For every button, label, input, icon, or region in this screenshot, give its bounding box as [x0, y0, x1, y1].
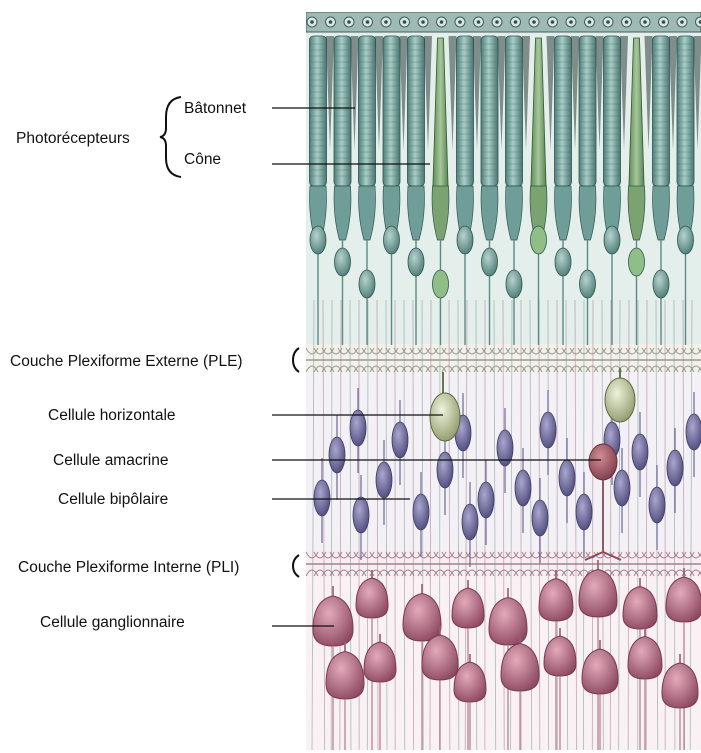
- epithelium-nucleus: [403, 20, 407, 24]
- bipolar-cell-body: [392, 422, 408, 458]
- epithelium-nucleus: [384, 20, 388, 24]
- bipolar-cell-label: Cellule bipôlaire: [58, 491, 168, 508]
- epithelium-nucleus: [440, 20, 444, 24]
- bipolar-cell-body: [437, 452, 453, 488]
- horizontal-cell-body: [605, 378, 635, 422]
- pli-brace: [293, 555, 299, 577]
- epithelium-nucleus: [588, 20, 592, 24]
- photoreceptor-nucleus: [457, 226, 473, 254]
- bipolar-cell-body: [686, 414, 701, 450]
- photoreceptor-nucleus: [408, 248, 424, 276]
- rod-outer-segment: [653, 36, 670, 186]
- rod-outer-segment: [506, 36, 523, 186]
- bipolar-cell-body: [576, 494, 592, 530]
- rod-outer-segment: [457, 36, 474, 186]
- epithelium-nucleus: [662, 20, 666, 24]
- photoreceptor-nucleus: [531, 226, 547, 254]
- rod-outer-segment: [677, 36, 694, 186]
- bipolar-cell-body: [649, 487, 665, 523]
- ple-brace: [293, 348, 299, 372]
- amacrine-cell-label: Cellule amacrine: [53, 452, 168, 469]
- photoreceptor-nucleus: [604, 226, 620, 254]
- epithelium-nucleus: [366, 20, 370, 24]
- cone-label: Cône: [184, 151, 221, 168]
- epithelium-nucleus: [310, 20, 314, 24]
- epithelium-nucleus: [532, 20, 536, 24]
- epithelium-nucleus: [458, 20, 462, 24]
- photoreceptor-nucleus: [629, 248, 645, 276]
- photoreceptors-brace: [160, 97, 181, 177]
- epithelium-nucleus: [514, 20, 518, 24]
- photoreceptor-nucleus: [335, 248, 351, 276]
- bipolar-cell-body: [376, 462, 392, 498]
- photoreceptor-nucleus: [433, 270, 449, 298]
- photoreceptor-nucleus: [678, 226, 694, 254]
- bipolar-cell-body: [532, 500, 548, 536]
- bipolar-cell-body: [559, 460, 575, 496]
- amacrine-cell-body: [589, 444, 617, 480]
- bipolar-cell-body: [540, 412, 556, 448]
- ganglion-cell-label: Cellule ganglionnaire: [40, 614, 185, 631]
- pigment-epithelium: [306, 12, 701, 32]
- bipolar-cell-body: [413, 494, 429, 530]
- bipolar-cell-body: [462, 504, 478, 540]
- bipolar-cell-body: [478, 482, 494, 518]
- bipolar-cell-body: [515, 470, 531, 506]
- photoreceptor-nucleus: [653, 270, 669, 298]
- epithelium-nucleus: [680, 20, 684, 24]
- bipolar-cell-body: [314, 480, 330, 516]
- epithelium-nucleus: [421, 20, 425, 24]
- bipolar-cell-body: [614, 470, 630, 506]
- epithelium-nucleus: [625, 20, 629, 24]
- bipolar-cell-body: [329, 437, 345, 473]
- rod-outer-segment: [604, 36, 621, 186]
- photoreceptor-nucleus: [384, 226, 400, 254]
- photoreceptor-nucleus: [482, 248, 498, 276]
- horizontal-cell-label: Cellule horizontale: [48, 407, 176, 424]
- epithelium-nucleus: [347, 20, 351, 24]
- bipolar-cell-body: [353, 497, 369, 533]
- pli-label: Couche Plexiforme Interne (PLI): [18, 559, 239, 576]
- photoreceptor-nucleus: [580, 270, 596, 298]
- epithelium-nucleus: [569, 20, 573, 24]
- bipolar-cell-body: [632, 434, 648, 470]
- epithelium-nucleus: [477, 20, 481, 24]
- epithelium-nucleus: [495, 20, 499, 24]
- rod-outer-segment: [579, 36, 596, 186]
- rod-outer-segment: [481, 36, 498, 186]
- ple-label: Couche Plexiforme Externe (PLE): [10, 353, 243, 370]
- rod-outer-segment: [555, 36, 572, 186]
- photoreceptors-label: Photorécepteurs: [16, 130, 130, 147]
- bipolar-cell-body: [667, 450, 683, 486]
- epithelium-nucleus: [329, 20, 333, 24]
- horizontal-cell-body: [430, 393, 460, 441]
- rod-label: Bâtonnet: [184, 100, 247, 117]
- epithelium-nucleus: [551, 20, 555, 24]
- photoreceptor-nucleus: [310, 226, 326, 254]
- epithelium-nucleus: [606, 20, 610, 24]
- photoreceptor-nucleus: [555, 248, 571, 276]
- retina-tissue: [306, 12, 701, 753]
- photoreceptor-nucleus: [506, 270, 522, 298]
- photoreceptor-nucleus: [359, 270, 375, 298]
- epithelium-nucleus: [643, 20, 647, 24]
